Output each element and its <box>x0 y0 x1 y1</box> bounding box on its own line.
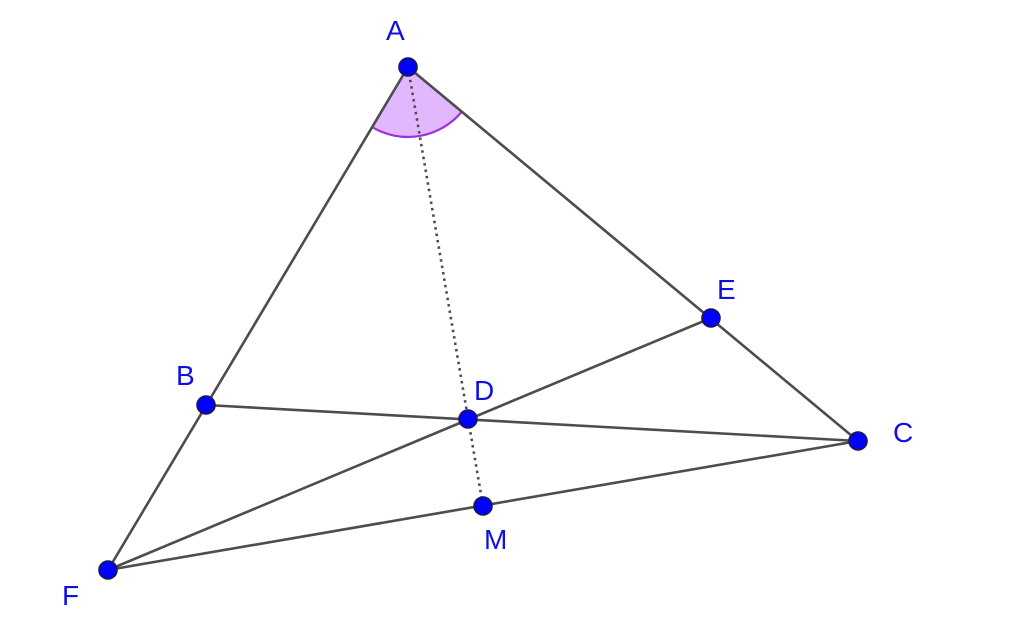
label-M: M <box>484 524 507 555</box>
label-F: F <box>62 580 79 611</box>
point-E[interactable] <box>701 308 721 328</box>
point-M[interactable] <box>473 496 493 516</box>
label-layer: A B C D E F M <box>62 15 913 611</box>
segment-FE <box>106 316 713 572</box>
segment-AF <box>106 65 410 572</box>
segment-AM <box>406 66 485 507</box>
point-layer <box>98 57 868 580</box>
point-A[interactable] <box>398 57 418 77</box>
point-C[interactable] <box>848 431 868 451</box>
label-B: B <box>176 360 195 391</box>
label-C: C <box>893 417 913 448</box>
segment-AC <box>406 65 860 443</box>
label-E: E <box>717 274 736 305</box>
segment-BC <box>204 403 860 443</box>
angle-layer <box>370 65 464 139</box>
segment-layer <box>106 65 860 572</box>
label-A: A <box>386 15 405 46</box>
point-B[interactable] <box>196 395 216 415</box>
point-D[interactable] <box>458 409 478 429</box>
angle-marker-A <box>370 65 464 139</box>
label-D: D <box>474 375 494 406</box>
point-F[interactable] <box>98 560 118 580</box>
